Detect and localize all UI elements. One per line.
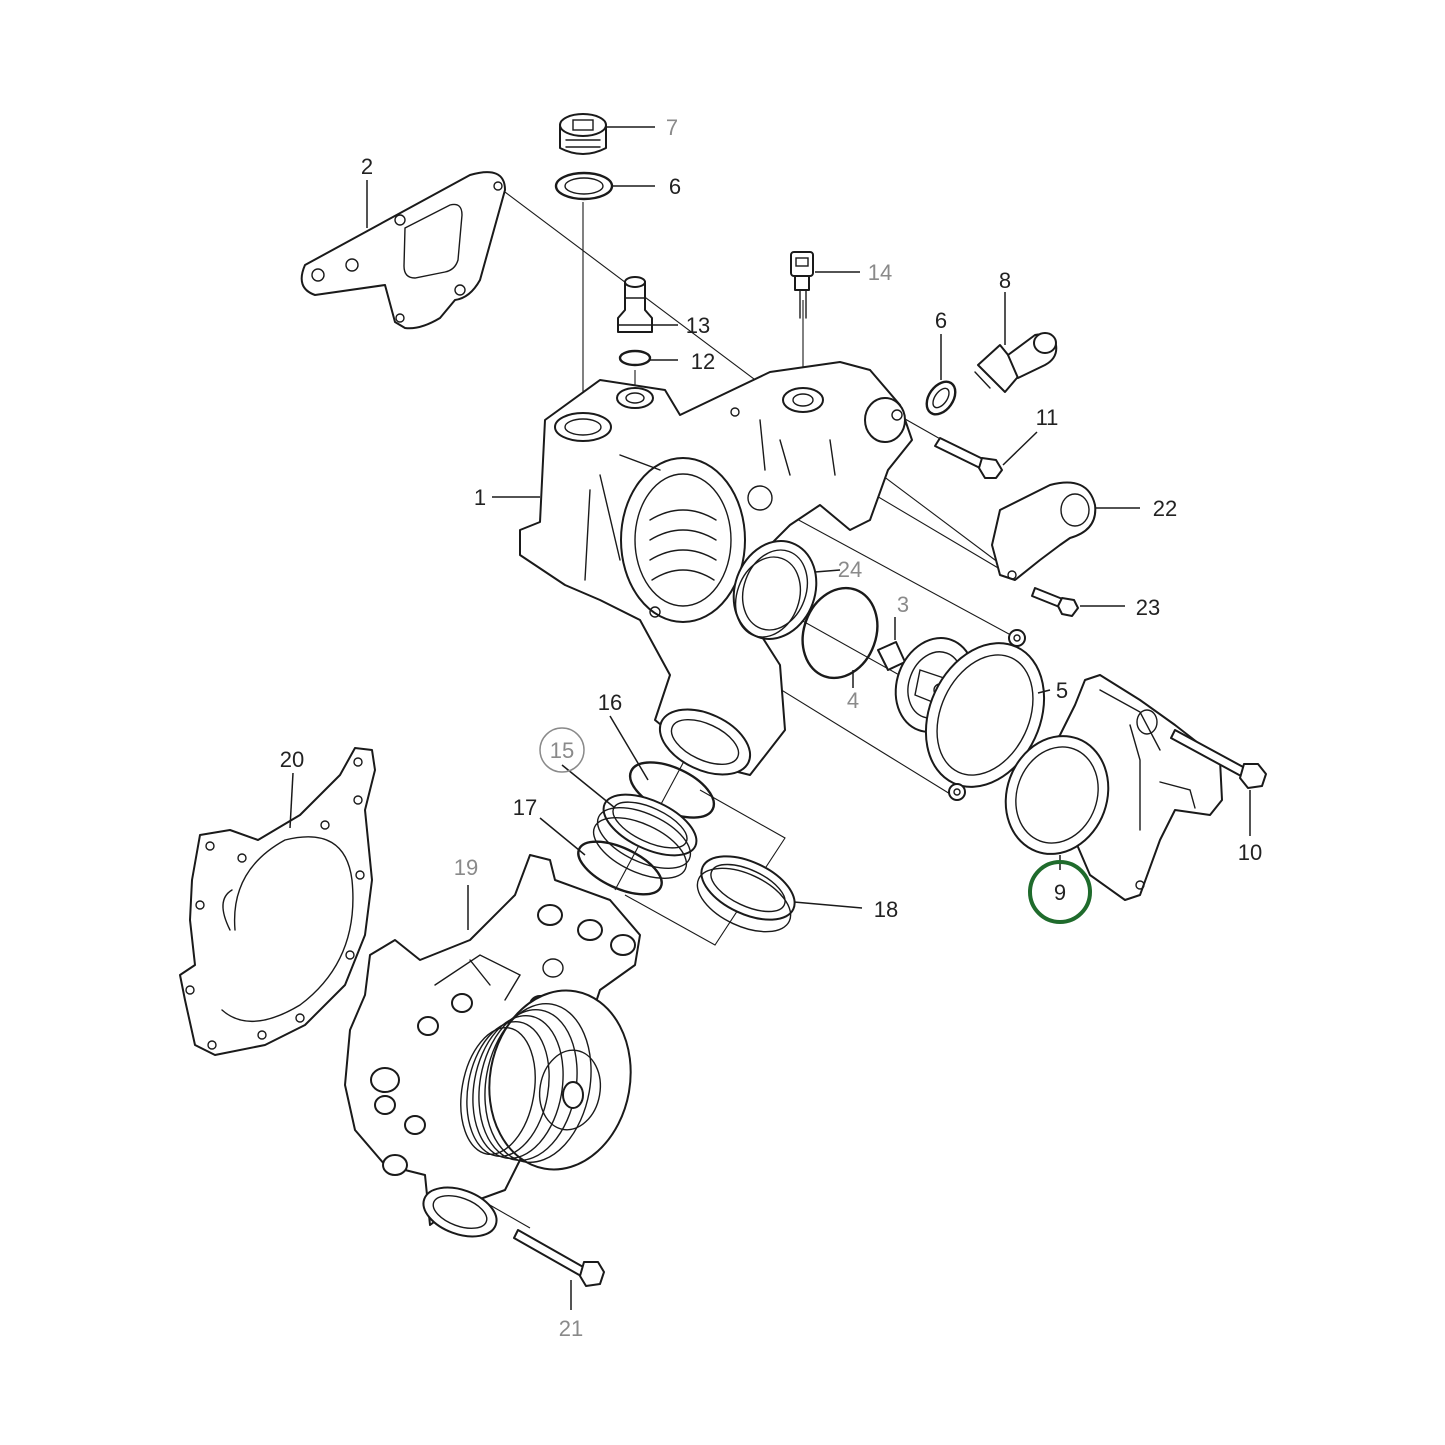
- part-10-bolt: [1170, 729, 1267, 789]
- label-9[interactable]: 9: [1054, 880, 1066, 905]
- label-13[interactable]: 13: [686, 313, 710, 338]
- label-17[interactable]: 17: [513, 795, 537, 820]
- label-4[interactable]: 4: [847, 688, 859, 713]
- label-23[interactable]: 23: [1136, 595, 1160, 620]
- part-12-o-ring: [618, 349, 652, 367]
- label-14[interactable]: 14: [868, 260, 892, 285]
- highlight-circle: [1028, 860, 1092, 924]
- part-7-plug: [559, 113, 607, 155]
- label-19[interactable]: 19: [454, 855, 478, 880]
- part-11-bolt: [934, 437, 1003, 479]
- leader-lines: [289, 126, 1251, 1310]
- label-11[interactable]: 11: [1036, 405, 1059, 430]
- label-8[interactable]: 8: [999, 268, 1011, 293]
- callout-labels: 1 2 3 4 5 6 6 7 8 9 10 11 12 13 14 15 16…: [280, 115, 1262, 1341]
- part-14-temperature-sensor: [790, 251, 814, 319]
- part-5-gasket: [924, 629, 1046, 801]
- label-5[interactable]: 5: [1056, 678, 1068, 703]
- label-6-right[interactable]: 6: [935, 308, 947, 333]
- part-18-sealing-sleeve: [696, 855, 796, 933]
- part-6-sealing-washer-top: [554, 171, 614, 201]
- label-7[interactable]: 7: [666, 115, 678, 140]
- label-22[interactable]: 22: [1153, 496, 1177, 521]
- label-2[interactable]: 2: [361, 154, 373, 179]
- part-2-bracket-plate: [300, 171, 506, 330]
- label-12[interactable]: 12: [691, 349, 715, 374]
- label-3[interactable]: 3: [897, 592, 909, 617]
- label-24[interactable]: 24: [838, 557, 862, 582]
- part-17-o-ring: [577, 840, 663, 896]
- callout-circle-15: [539, 727, 585, 773]
- part-6-washer-right: [925, 380, 957, 416]
- part-13-pipe-fitting: [617, 276, 653, 333]
- part-23-bolt: [1031, 587, 1079, 617]
- label-20[interactable]: 20: [280, 747, 304, 772]
- part-20-gasket: [179, 747, 376, 1056]
- label-1[interactable]: 1: [474, 485, 486, 510]
- part-24-sealing-ring: [732, 540, 818, 640]
- part-8-union-fitting: [974, 332, 1058, 393]
- label-15[interactable]: 15: [550, 738, 574, 763]
- part-21-bolt: [513, 1229, 605, 1287]
- label-21[interactable]: 21: [559, 1316, 583, 1341]
- part-15-sealing-sleeve: [592, 793, 698, 880]
- label-6-top[interactable]: 6: [669, 174, 681, 199]
- label-16[interactable]: 16: [598, 690, 622, 715]
- label-10[interactable]: 10: [1238, 840, 1262, 865]
- part-19-water-pump: [344, 854, 641, 1238]
- part-4-o-ring: [801, 586, 879, 680]
- part-22-bracket: [991, 481, 1097, 581]
- label-18[interactable]: 18: [874, 897, 898, 922]
- part-1-main-housing: [519, 361, 913, 776]
